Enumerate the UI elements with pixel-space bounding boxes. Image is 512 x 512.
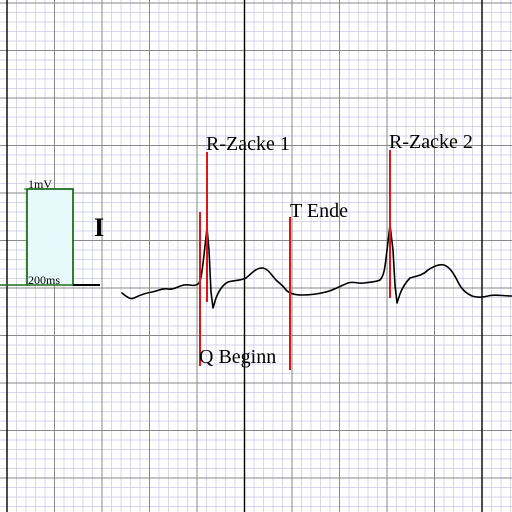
grid-heavy [6, 0, 483, 512]
marker-r-peak-2-label: R-Zacke 2 [389, 131, 473, 153]
calibration-time-label: 200ms [28, 273, 60, 287]
marker-t-end-label: T Ende [290, 200, 348, 222]
marker-q-begin: Q Beginn [199, 212, 276, 368]
marker-r-peak-1: R-Zacke 1 [206, 133, 290, 302]
lead-label: I [94, 213, 104, 242]
marker-r-peak-2: R-Zacke 2 [389, 131, 473, 298]
calibration-voltage-label: 1mV [28, 177, 52, 191]
calibration-pulse: 1mV 200ms [0, 177, 100, 287]
calibration-box [26, 188, 74, 286]
marker-q-begin-label: Q Beginn [199, 346, 276, 368]
marker-t-end: T Ende [289, 200, 348, 370]
marker-r-peak-1-label: R-Zacke 1 [206, 133, 290, 155]
ecg-trace [121, 224, 512, 309]
